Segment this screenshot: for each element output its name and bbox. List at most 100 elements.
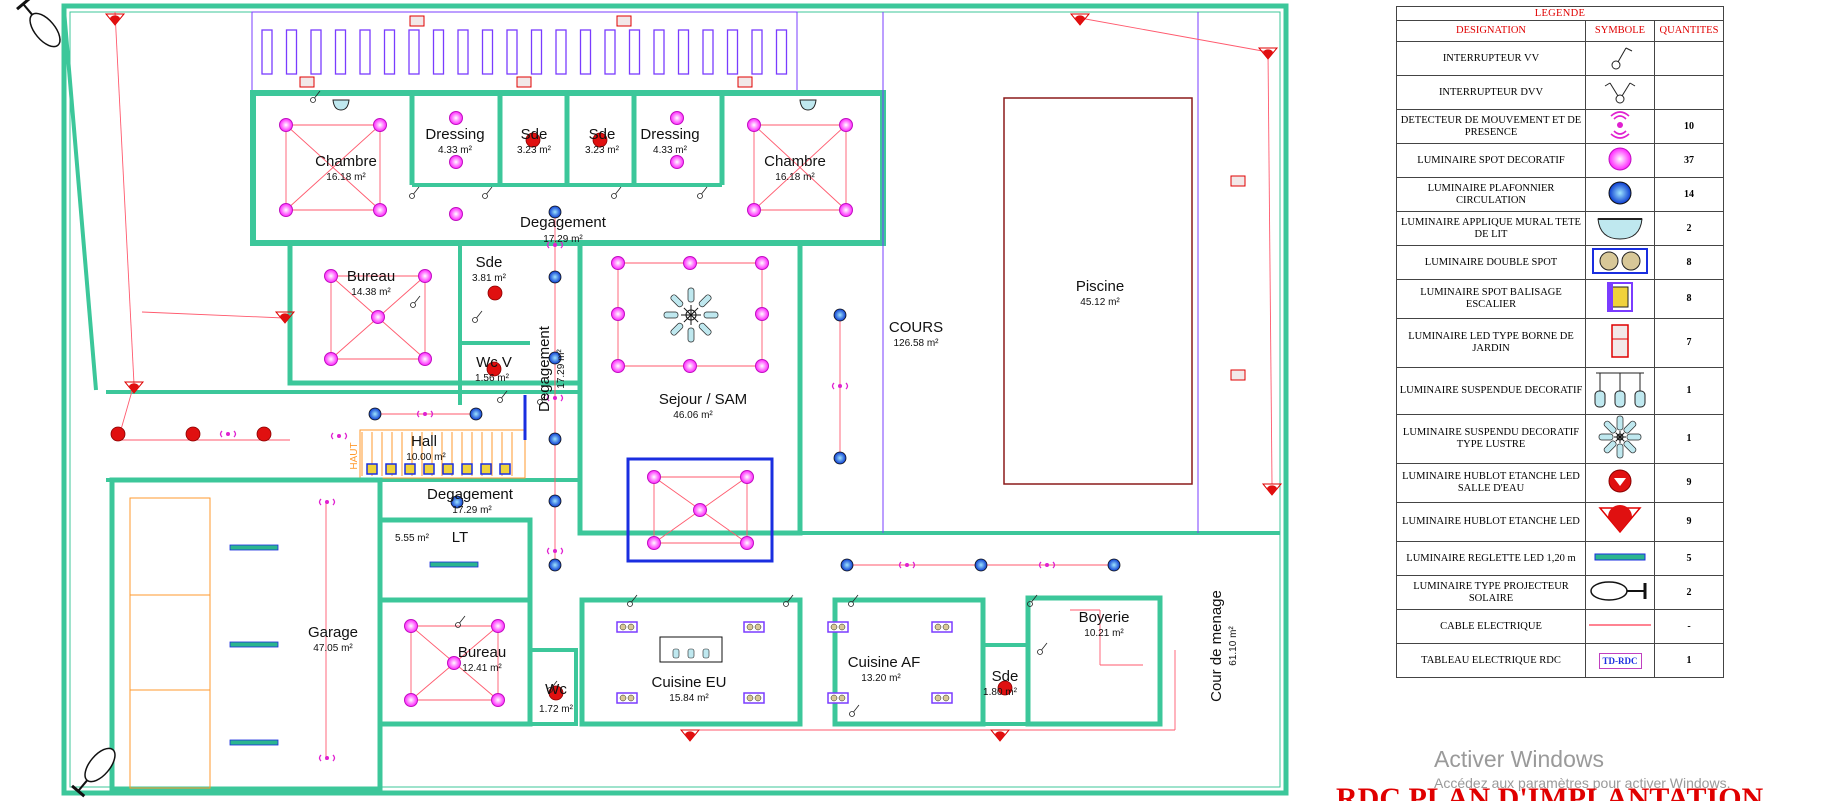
room-area: 10.00 m² — [406, 452, 446, 463]
decorative-spot-icon — [371, 310, 385, 324]
ceiling-light-icon — [840, 558, 854, 572]
room-name: Chambre — [764, 153, 826, 170]
decorative-spot-icon — [404, 693, 418, 707]
motion-detector-icon — [219, 430, 237, 438]
room-area: 1.80 m² — [983, 687, 1018, 698]
pergola-slat — [457, 29, 469, 75]
legend-designation: LUMINAIRE SPOT DECORATIF — [1396, 143, 1586, 178]
ceiling-light-icon — [833, 451, 847, 465]
porthole-light-icon — [104, 13, 126, 26]
chandelier-arm — [1615, 432, 1621, 438]
led-batten-icon — [229, 641, 279, 648]
pergola-slats — [261, 29, 788, 75]
room-name: Bureau — [458, 644, 506, 661]
pergola-slat — [604, 29, 616, 75]
pendant-light-icon — [702, 648, 710, 659]
light-switch-icon — [472, 310, 483, 323]
light-switch-icon — [611, 186, 622, 199]
legend-quantity: 10 — [1654, 109, 1724, 144]
cable-segment — [1079, 17, 1269, 53]
room-area: 12.41 m² — [462, 663, 502, 674]
room-area: 16.18 m² — [326, 172, 366, 183]
porthole-light-icon — [1257, 47, 1279, 60]
solar-projector-legend-icon — [1585, 575, 1655, 610]
pergola-slat — [408, 29, 420, 75]
legend-designation: LUMINAIRE DOUBLE SPOT — [1396, 245, 1586, 280]
legend-table: LEGENDE DESIGNATION SYMBOLE QUANTITES IN… — [1396, 6, 1724, 678]
led-batten-icon — [429, 561, 479, 568]
legend-header-quantity: QUANTITES — [1654, 20, 1724, 42]
chandelier-bulb — [703, 311, 719, 319]
light-switch-icon — [627, 594, 638, 607]
garden-bollard-icon — [737, 76, 753, 88]
ceiling-light-icon — [1107, 558, 1121, 572]
decorative-spot-icon — [839, 118, 853, 132]
decorative-spot-icon — [1585, 143, 1655, 178]
legend-quantity: 37 — [1654, 143, 1724, 178]
legend-row: LUMINAIRE SPOT DECORATIF 37 — [1396, 143, 1724, 178]
sejour-wall — [577, 240, 803, 536]
pergola-slat — [310, 29, 322, 75]
pergola-slat — [481, 29, 494, 75]
chandelier-arm — [690, 314, 699, 323]
porthole-light-icon — [274, 311, 296, 324]
legend-header-symbol: SYMBOLE — [1585, 20, 1655, 42]
legend-quantity: 7 — [1654, 318, 1724, 368]
garden-bollard-icon — [409, 15, 425, 27]
pergola-slat — [702, 29, 714, 75]
ceiling-light-icon — [974, 558, 988, 572]
legend-designation: LUMINAIRE APPLIQUE MURAL TETE DE LIT — [1396, 211, 1586, 246]
stair-marker-light-icon — [1585, 279, 1655, 319]
decorative-spot-icon — [611, 307, 625, 321]
motion-detector-icon — [898, 561, 916, 569]
decorative-spot-icon — [647, 470, 661, 484]
outer-wall — [61, 3, 1289, 796]
legend-title: LEGENDE — [1396, 6, 1724, 21]
double-spot-icon — [931, 621, 953, 633]
porthole-light-icon — [1585, 502, 1655, 542]
led-batten-icon — [229, 544, 279, 551]
pendant-light-icon — [1585, 367, 1655, 415]
windows-activation-watermark: Activer Windows Accédez aux paramètres p… — [1434, 746, 1730, 791]
stair-label: HAUT — [349, 442, 360, 469]
legend-header-designation: DESIGNATION — [1396, 20, 1586, 42]
chandelier-bulb — [687, 287, 695, 303]
cable-icon — [1585, 609, 1655, 644]
pergola-slat — [383, 29, 396, 75]
decorative-spot-icon — [279, 203, 293, 217]
ceiling-light-icon — [833, 308, 847, 322]
porthole-light-icon — [1069, 13, 1091, 26]
light-switch-icon — [482, 186, 493, 199]
room-name: Dressing — [425, 126, 484, 143]
staircase — [359, 429, 526, 479]
pendant-light-icon — [687, 648, 695, 659]
room-area: 13.20 m² — [861, 673, 901, 684]
pergola-slat — [775, 29, 788, 75]
legend-quantity — [1654, 75, 1724, 110]
light-fixtures — [104, 13, 1283, 762]
room-name: Sejour / SAM — [659, 391, 747, 408]
pergola-slat — [653, 29, 665, 75]
solar-projector-icon — [71, 747, 116, 798]
room-area: 5.55 m² — [395, 533, 430, 544]
decorative-spot-icon — [324, 352, 338, 366]
porthole-light-icon — [110, 426, 126, 442]
room-area: 17.29 m² — [556, 349, 567, 389]
legend-designation: LUMINAIRE SUSPENDU DECORATIF TYPE LUSTRE — [1396, 414, 1586, 464]
legend-designation: LUMINAIRE SPOT BALISAGE ESCALIER — [1396, 279, 1586, 319]
room-area: 47.05 m² — [313, 643, 353, 654]
decorative-spot-icon — [670, 111, 684, 125]
chandelier-arm — [690, 307, 699, 316]
pendant-light-icon — [672, 648, 680, 659]
legend-row: LUMINAIRE SPOT BALISAGE ESCALIER 8 — [1396, 279, 1724, 319]
legend-quantity: 5 — [1654, 541, 1724, 576]
chandelier-bulb — [1603, 420, 1617, 434]
legend-designation: CABLE ELECTRIQUE — [1396, 609, 1586, 644]
light-switch-icon — [409, 186, 420, 199]
legend-row: LUMINAIRE LED TYPE BORNE DE JARDIN 7 — [1396, 318, 1724, 368]
stair-marker-light-icon — [480, 463, 492, 475]
legend-row: TABLEAU ELECTRIQUE RDC TD-RDC 1 — [1396, 643, 1724, 678]
legend-quantity: 1 — [1654, 367, 1724, 415]
legend-row: LUMINAIRE APPLIQUE MURAL TETE DE LIT 2 — [1396, 211, 1724, 246]
pergola-slat — [579, 29, 592, 75]
